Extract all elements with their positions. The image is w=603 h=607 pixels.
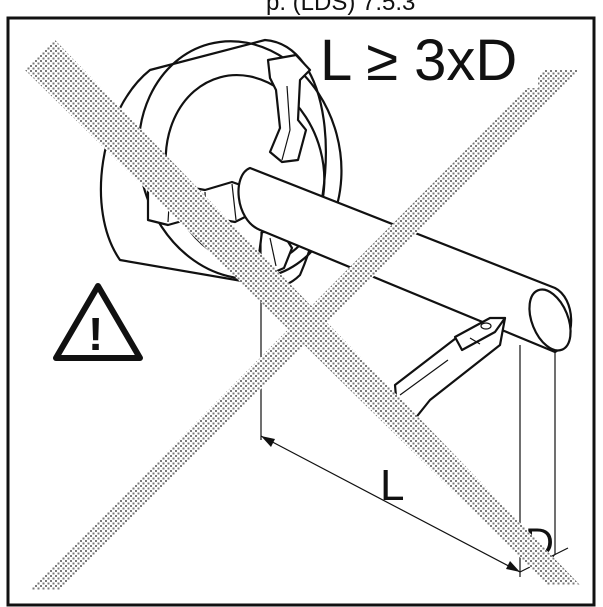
rule-text: L ≥ 3xD <box>320 28 517 93</box>
top-caption: p. (LDS) 7.5.3 <box>266 0 415 16</box>
cross-out-x-icon <box>25 40 580 590</box>
cutting-insert-holder <box>393 316 507 427</box>
dimension-length-label: L <box>380 461 404 510</box>
figure-frame <box>6 16 596 607</box>
warning-symbol: ! <box>88 308 103 360</box>
warning-triangle-icon: ! <box>53 283 143 361</box>
